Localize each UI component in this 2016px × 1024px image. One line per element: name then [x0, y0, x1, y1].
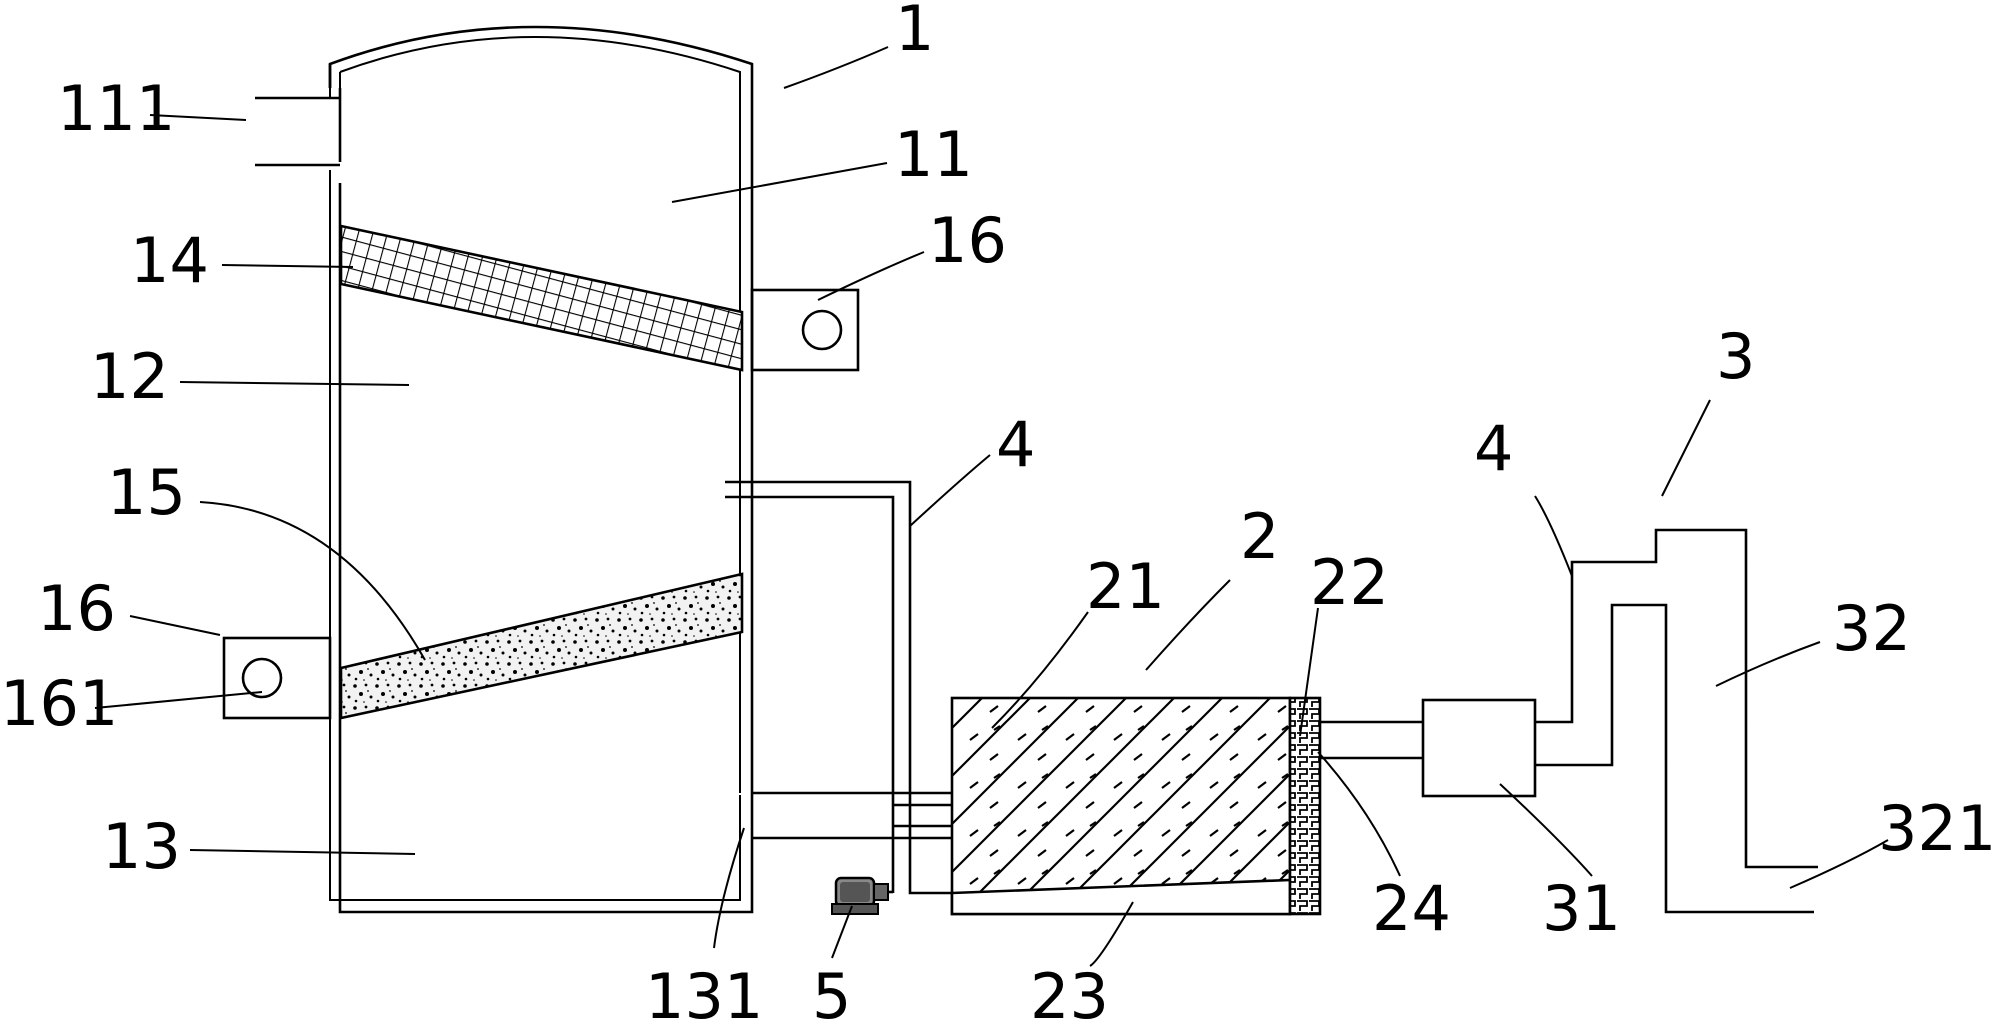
leader-161 — [94, 691, 263, 709]
label-32: 32 — [1832, 592, 1911, 665]
pipe-4-right — [1535, 528, 1818, 869]
pipe-4-left — [725, 480, 952, 895]
leader-21 — [991, 611, 1089, 729]
label-15: 15 — [107, 456, 186, 529]
label-111: 111 — [57, 72, 175, 145]
leader-4b — [1534, 495, 1573, 577]
label-16a: 16 — [928, 204, 1007, 277]
outlet-box-16-left — [222, 636, 332, 720]
leader-23 — [1089, 901, 1134, 967]
leader-22 — [1299, 607, 1319, 737]
filter-media-21 — [950, 696, 1292, 916]
label-1: 1 — [895, 0, 934, 65]
tank-inner-wall — [329, 36, 741, 901]
outlet-hole-16-right — [801, 309, 843, 351]
outlet-box-16-right — [750, 288, 860, 372]
leader-5 — [831, 905, 853, 959]
pump-5 — [831, 876, 893, 915]
leader-31 — [1499, 783, 1593, 877]
leader-15 — [199, 501, 426, 661]
label-3: 3 — [1716, 320, 1755, 393]
leader-24 — [1317, 751, 1401, 877]
label-2: 2 — [1240, 500, 1279, 573]
leader-12 — [179, 381, 410, 386]
label-31: 31 — [1542, 872, 1621, 945]
label-4b: 4 — [1474, 412, 1513, 485]
tank-1 — [222, 25, 860, 914]
label-22: 22 — [1310, 546, 1389, 619]
leader-3 — [1661, 399, 1711, 497]
label-23: 23 — [1030, 960, 1109, 1024]
leader-1 — [783, 46, 889, 89]
label-13: 13 — [102, 810, 181, 883]
label-14: 14 — [130, 224, 209, 297]
leader-4a — [909, 454, 991, 527]
pipe-32-inner — [1535, 603, 1814, 914]
label-131: 131 — [645, 960, 763, 1024]
leader-13 — [189, 849, 416, 855]
leader-2 — [1145, 579, 1231, 671]
filter-2 — [950, 696, 1322, 916]
label-24: 24 — [1372, 872, 1451, 945]
leader-14 — [221, 264, 354, 268]
leader-16a — [817, 251, 925, 301]
leader-11 — [671, 162, 888, 203]
label-16b: 16 — [37, 572, 116, 645]
outlet-hole-161 — [241, 657, 283, 699]
leader-321 — [1789, 839, 1889, 889]
label-5: 5 — [812, 960, 851, 1024]
label-12: 12 — [90, 340, 169, 413]
leader-16b — [129, 615, 221, 636]
granular-layer-15 — [339, 572, 744, 720]
label-4a: 4 — [996, 408, 1035, 481]
leader-32 — [1715, 641, 1821, 687]
label-21: 21 — [1086, 550, 1165, 623]
label-161: 161 — [0, 667, 118, 740]
leader-131 — [713, 827, 745, 949]
tank-outer-wall — [328, 25, 754, 914]
mesh-plate-14 — [339, 224, 744, 372]
label-11: 11 — [894, 118, 973, 191]
pipe-to-31 — [1320, 720, 1423, 760]
label-321: 321 — [1878, 792, 1996, 865]
screen-22 — [1288, 696, 1322, 916]
device-31 — [1421, 698, 1537, 798]
inlet-pipe-111 — [255, 96, 340, 167]
pipe-131 — [752, 791, 952, 840]
leader-lines — [94, 46, 1889, 967]
leader-111 — [149, 114, 247, 121]
